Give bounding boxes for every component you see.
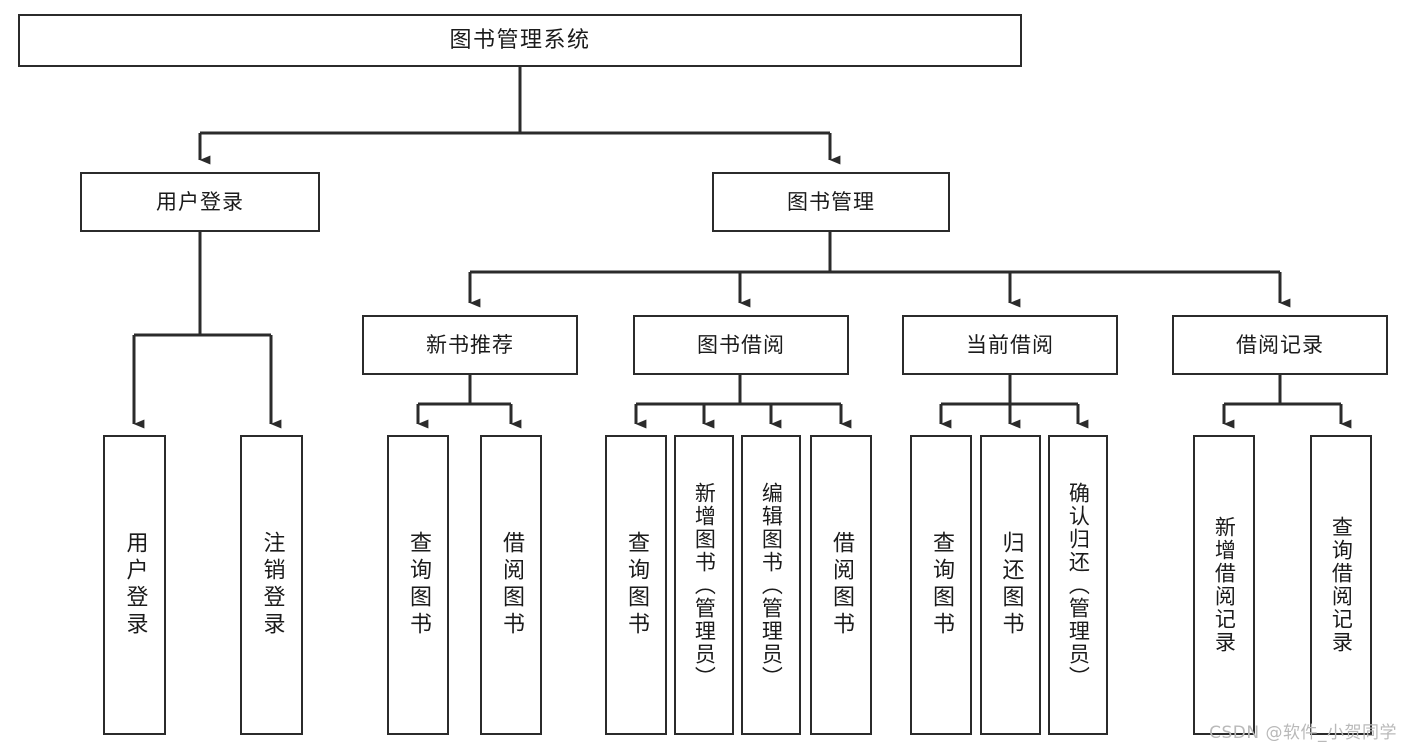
leaf-new-book-borrow-book[interactable]: 借阅图书 xyxy=(480,435,542,735)
node-label: 用户登录 xyxy=(122,531,148,639)
node-book-management[interactable]: 图书管理 xyxy=(712,172,950,232)
leaf-user-login-logout[interactable]: 注销登录 xyxy=(240,435,303,735)
node-label: 借阅记录 xyxy=(1236,332,1324,357)
leaf-book-borrow-borrow-book[interactable]: 借阅图书 xyxy=(810,435,872,735)
leaf-book-borrow-query-book[interactable]: 查询图书 xyxy=(605,435,667,735)
node-label: 借阅图书 xyxy=(498,531,524,639)
node-user-login[interactable]: 用户登录 xyxy=(80,172,320,232)
leaf-new-book-query-book[interactable]: 查询图书 xyxy=(387,435,449,735)
node-label: 图书管理系统 xyxy=(449,27,591,53)
node-label: 归还图书 xyxy=(998,531,1024,639)
leaf-user-login-login[interactable]: 用户登录 xyxy=(103,435,166,735)
node-label: 编辑图书（管理员） xyxy=(759,481,784,689)
node-label: 查询图书 xyxy=(928,531,954,639)
node-label: 确认归还（管理员） xyxy=(1066,481,1091,689)
leaf-book-borrow-add-book-admin[interactable]: 新增图书（管理员） xyxy=(674,435,734,735)
node-label: 图书管理 xyxy=(787,189,875,214)
leaf-borrow-record-query-record[interactable]: 查询借阅记录 xyxy=(1310,435,1372,735)
node-label: 新书推荐 xyxy=(426,332,514,357)
node-label: 新增借阅记录 xyxy=(1212,516,1237,654)
node-label: 借阅图书 xyxy=(828,531,854,639)
leaf-current-borrow-confirm-return-admin[interactable]: 确认归还（管理员） xyxy=(1048,435,1108,735)
node-label: 查询借阅记录 xyxy=(1329,516,1354,654)
node-borrow-record[interactable]: 借阅记录 xyxy=(1172,315,1388,375)
node-current-borrow[interactable]: 当前借阅 xyxy=(902,315,1118,375)
node-book-borrow[interactable]: 图书借阅 xyxy=(633,315,849,375)
node-label: 图书借阅 xyxy=(697,332,785,357)
node-root-system[interactable]: 图书管理系统 xyxy=(18,14,1022,67)
node-label: 注销登录 xyxy=(259,531,285,639)
node-label: 查询图书 xyxy=(405,531,431,639)
leaf-current-borrow-return-book[interactable]: 归还图书 xyxy=(980,435,1041,735)
node-label: 新增图书（管理员） xyxy=(692,481,717,689)
node-label: 用户登录 xyxy=(156,189,244,214)
node-label: 当前借阅 xyxy=(966,332,1054,357)
node-new-book-recommend[interactable]: 新书推荐 xyxy=(362,315,578,375)
leaf-borrow-record-add-record[interactable]: 新增借阅记录 xyxy=(1193,435,1255,735)
leaf-current-borrow-query-book[interactable]: 查询图书 xyxy=(910,435,972,735)
node-label: 查询图书 xyxy=(623,531,649,639)
leaf-book-borrow-edit-book-admin[interactable]: 编辑图书（管理员） xyxy=(741,435,801,735)
